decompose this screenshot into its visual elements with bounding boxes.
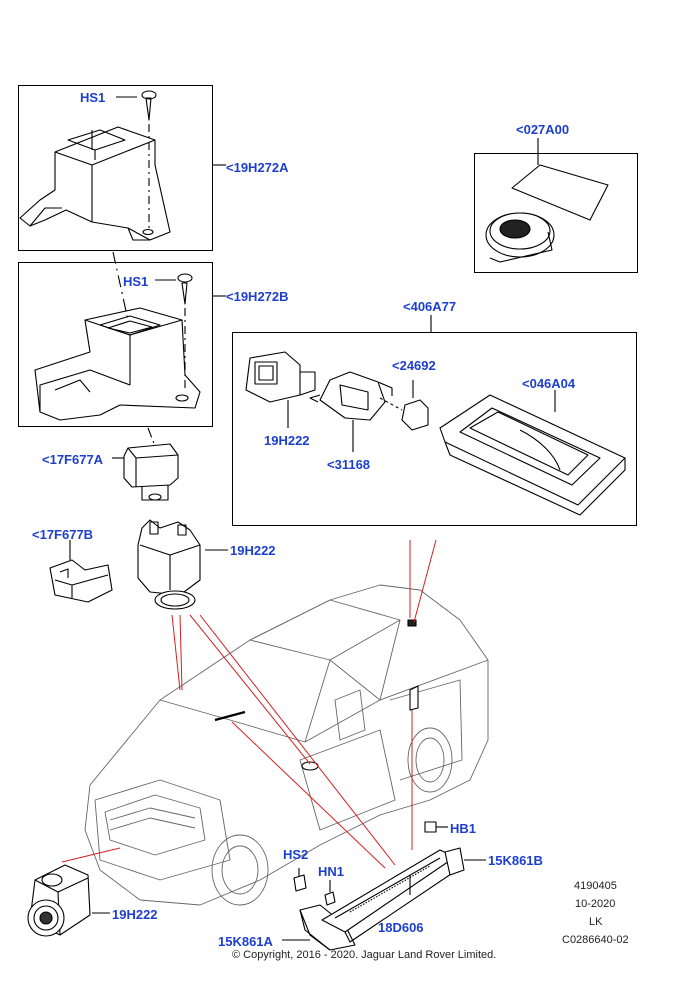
vehicle-camera-mount-points (214, 619, 419, 771)
date-code: 10-2020 (575, 898, 616, 910)
cover-17F677A (112, 427, 179, 501)
label-046A04: <046A04 (522, 376, 576, 391)
label-hn1: HN1 (318, 864, 345, 879)
label-17F677B: <17F677B (32, 527, 94, 542)
label-kit: <406A77 (403, 299, 457, 314)
tape-roll-027A00 (485, 138, 609, 263)
sensor-bracket-b (34, 251, 226, 421)
ref-number: 4190405 (574, 880, 617, 892)
label-15K861A: 15K861A (218, 934, 273, 949)
label-hs1-mid: HS1 (123, 274, 149, 289)
bracket-15K861B (444, 847, 486, 876)
bracket-a-frame (18, 85, 213, 251)
sensor-bracket-a (19, 90, 226, 241)
label-19H222-kit: 19H222 (264, 433, 310, 448)
camera-module-19H222 (137, 519, 228, 610)
fastener-HN1 (324, 880, 336, 906)
location-leader-lines (61, 539, 437, 869)
label-bracket-a: <19H272A (226, 160, 289, 175)
fastener-HB1 (424, 821, 448, 833)
label-hs2: HS2 (283, 847, 309, 862)
cover-046A04 (439, 390, 626, 516)
label-19H222-front: 19H222 (112, 907, 158, 922)
tape-frame (474, 153, 638, 273)
label-24692: <24692 (392, 358, 436, 373)
kit-frame (232, 332, 637, 526)
clip-24692 (379, 380, 429, 431)
shield-17F677B (49, 540, 113, 603)
label-hs1-top: HS1 (80, 90, 106, 105)
label-31168: <31168 (327, 457, 371, 472)
bracket-31168 (309, 371, 393, 452)
market-code: LK (589, 916, 603, 928)
label-17F677A: <17F677A (42, 452, 104, 467)
copyright: © Copyright, 2016 - 2020. Jaguar Land Ro… (232, 949, 497, 961)
camera-module-19H222-front (27, 864, 110, 937)
label-18D606: 18D606 (378, 920, 424, 935)
label-bracket-b: <19H272B (226, 289, 289, 304)
label-tape: <027A00 (516, 122, 570, 137)
fastener-HS2 (293, 868, 307, 892)
bracket-15K861A (282, 904, 356, 951)
image-code: C0286640-02 (562, 934, 629, 946)
label-19H222-right: 19H222 (230, 543, 276, 558)
label-15K861B: 15K861B (488, 853, 543, 868)
label-hb1: HB1 (450, 821, 477, 836)
camera-module-19H222-kit (245, 351, 316, 428)
vehicle-range-rover (84, 584, 489, 906)
